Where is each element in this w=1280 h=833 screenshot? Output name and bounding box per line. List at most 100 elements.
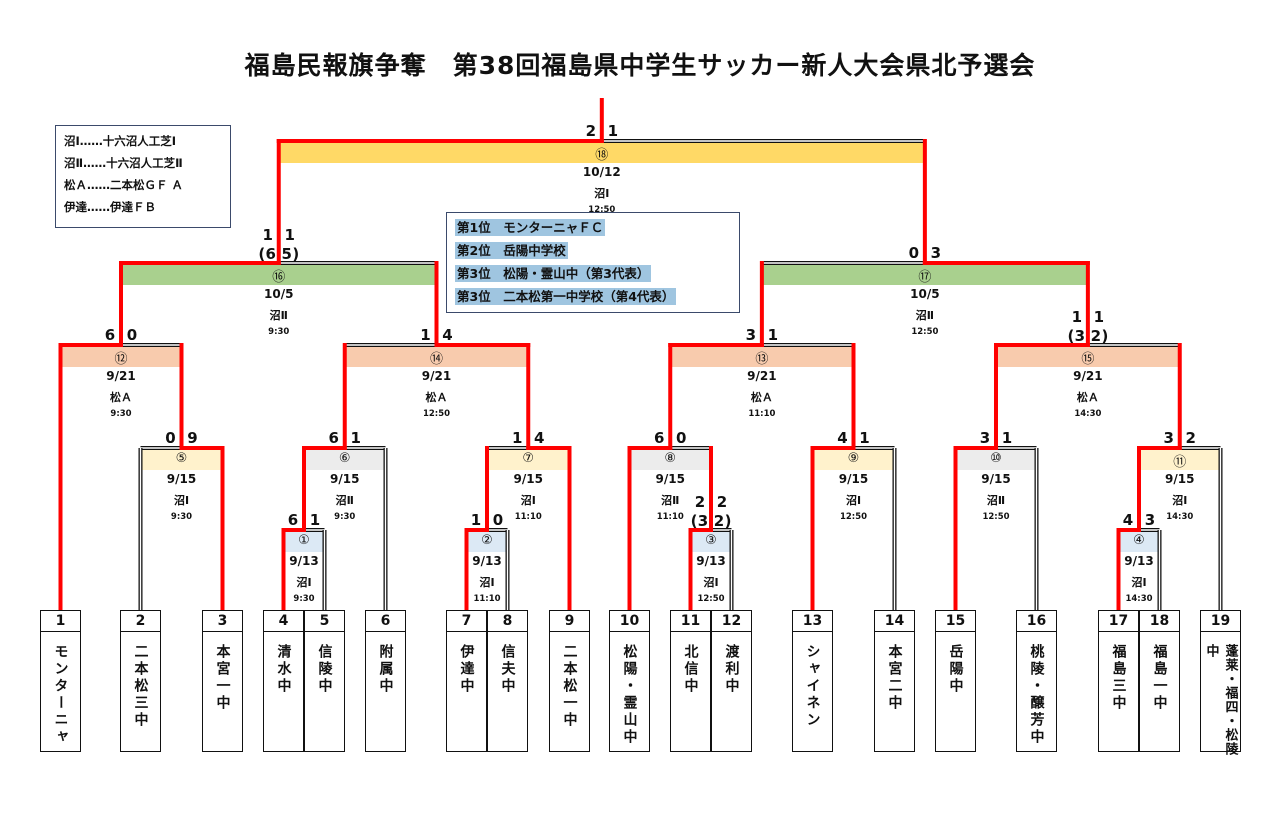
match-band — [629, 450, 711, 470]
score-left: 1 — [262, 226, 273, 244]
match-band — [60, 347, 182, 367]
pk-score-left: 3 — [1074, 327, 1086, 345]
match-band — [996, 347, 1180, 367]
team-number: 2 — [121, 611, 160, 632]
score-right: 1 — [767, 326, 779, 344]
team-number: 10 — [610, 611, 649, 632]
team-number: 12 — [712, 611, 751, 632]
team-name: シャイネン — [804, 644, 821, 729]
match-number: ⑤ — [175, 451, 188, 466]
score-right: 1 — [607, 122, 619, 140]
team-number: 8 — [488, 611, 527, 632]
score-left: 0 — [165, 429, 176, 447]
score-right: 1 — [309, 511, 321, 529]
result-team: 岳陽中学校 — [503, 243, 566, 258]
team-number: 14 — [875, 611, 914, 632]
pk-close: ) — [1101, 327, 1109, 345]
team-number: 17 — [1099, 611, 1138, 632]
match-venue: 沼Ⅰ — [479, 576, 495, 589]
match-band — [690, 532, 732, 552]
legend-item: 伊達……伊達ＦＢ — [64, 200, 156, 214]
match-venue: 松Ａ — [110, 391, 132, 404]
result-rank: 第1位 — [457, 220, 491, 235]
match-date: 9/13 — [696, 554, 726, 568]
score-right: 1 — [859, 429, 870, 447]
score-left: 3 — [1163, 429, 1174, 447]
score-right: 3 — [1144, 511, 1156, 529]
score-right: 1 — [350, 429, 361, 447]
match-number: ⑱ — [595, 148, 609, 163]
match-number: ⑭ — [429, 352, 444, 367]
team-name: 信陵中 — [316, 644, 333, 695]
team-box: 5 信陵中 — [304, 610, 345, 752]
team-box: 13 シャイネン — [792, 610, 833, 752]
score-left: 6 — [654, 429, 665, 447]
match-date: 9/15 — [513, 472, 543, 486]
match-time: 11:10 — [473, 594, 501, 604]
match-time: 12:50 — [839, 512, 868, 522]
final-results: 第1位 モンターニャＦＣ 第2位 岳陽中学校 第3位 松陽・霊山中（第3代表） … — [446, 212, 740, 313]
match-band — [955, 450, 1037, 470]
match-time: 9:30 — [334, 512, 356, 522]
team-number: 11 — [671, 611, 710, 632]
match-date: 9/13 — [472, 554, 502, 568]
team-name: 清水中 — [275, 644, 292, 695]
team-name: 蓬莱・福四・松陵中 — [1203, 644, 1238, 756]
result-row: 第1位 モンターニャＦＣ — [455, 218, 731, 241]
match-time: 12:50 — [697, 594, 725, 604]
team-number: 13 — [793, 611, 832, 632]
match-number: ⑦ — [522, 451, 535, 466]
team-number: 18 — [1140, 611, 1179, 632]
match-venue: 沼Ⅰ — [845, 494, 862, 507]
pk-score-right: 2 — [713, 512, 725, 530]
match-venue: 松Ａ — [750, 391, 773, 404]
score-right: 4 — [442, 326, 453, 344]
score-left: 1 — [1071, 308, 1083, 326]
match-time: 11:10 — [656, 512, 684, 522]
team-number: 16 — [1017, 611, 1056, 632]
match-number: ④ — [1133, 533, 1145, 548]
match-venue: 沼Ⅱ — [335, 494, 354, 507]
team-name: 渡利中 — [723, 644, 740, 695]
score-right: 1 — [1001, 429, 1013, 447]
team-name: 岳陽中 — [947, 644, 964, 695]
match-band — [140, 450, 223, 470]
result-row: 第3位 松陽・霊山中（第3代表） — [455, 264, 731, 287]
score-left: 4 — [837, 429, 848, 447]
score-left: 6 — [104, 326, 116, 344]
result-rank: 第2位 — [457, 243, 491, 258]
match-time: 12:50 — [422, 409, 451, 419]
pk-score-left: 6 — [265, 245, 276, 263]
match-time: 9:30 — [293, 594, 315, 604]
match-date: 9/13 — [289, 554, 319, 568]
match-date: 9/21 — [747, 369, 777, 383]
team-number: 3 — [203, 611, 242, 632]
team-name: 北信中 — [682, 644, 699, 695]
score-right: 3 — [930, 244, 942, 262]
match-venue: 沼Ⅰ — [1172, 494, 1188, 507]
match-venue: 松Ａ — [425, 391, 448, 404]
match-venue: 沼Ⅰ — [1131, 576, 1147, 589]
score-right: 0 — [676, 429, 687, 447]
legend-item: 沼Ⅰ……十六沼人工芝Ⅰ — [64, 134, 177, 148]
match-number: ① — [298, 533, 310, 548]
team-number: 5 — [305, 611, 344, 632]
match-time: 11:10 — [748, 409, 776, 419]
pk-open: ( — [258, 245, 266, 263]
match-band — [761, 265, 1088, 285]
match-time: 14:30 — [1074, 409, 1102, 419]
score-right: 4 — [534, 429, 545, 447]
score-left: 2 — [694, 493, 706, 511]
match-band — [278, 143, 925, 163]
match-number: ⑩ — [990, 451, 1002, 466]
score-left: 1 — [470, 511, 482, 529]
match-band — [670, 347, 854, 367]
match-number: ⑨ — [847, 451, 860, 466]
match-venue: 松Ａ — [1076, 391, 1099, 404]
score-right: 1 — [284, 226, 295, 244]
